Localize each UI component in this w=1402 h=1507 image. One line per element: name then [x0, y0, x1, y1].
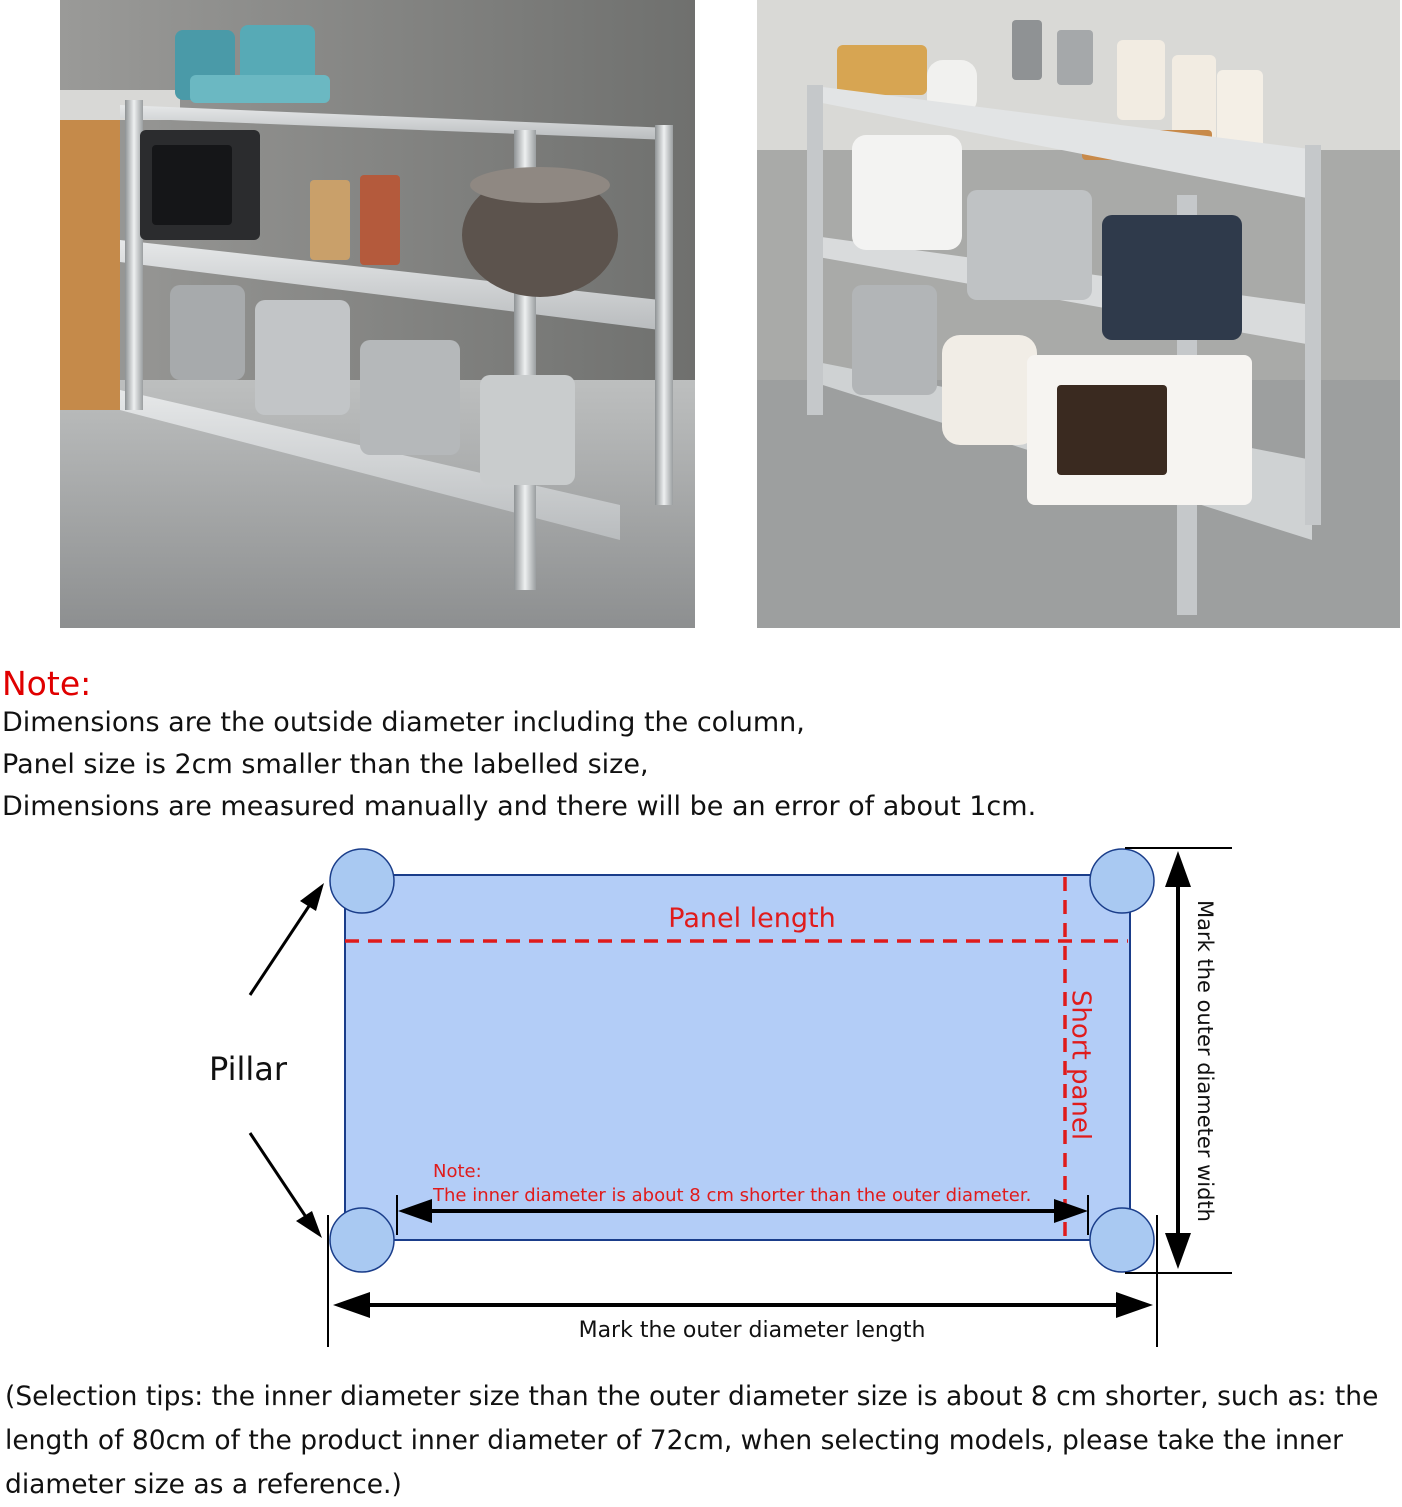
- pillar-circle: [1089, 1207, 1155, 1273]
- arrow-left-icon: [333, 1292, 370, 1318]
- note-line: Panel size is 2cm smaller than the label…: [2, 749, 649, 780]
- note-line: Dimensions are measured manually and the…: [2, 791, 1037, 822]
- pillar-circle: [329, 1207, 395, 1273]
- arrow-up-icon: [1165, 851, 1191, 887]
- shelf-dimension-diagram: Panel length Short panel Note: The inner…: [209, 847, 1232, 1347]
- pillar-pointer-top: [248, 896, 317, 996]
- short-panel-label: Short panel: [1066, 990, 1096, 1140]
- product-photo-left: [60, 0, 695, 628]
- outer-length-label: Mark the outer diameter length: [579, 1318, 926, 1343]
- note-line: Dimensions are the outside diameter incl…: [2, 707, 805, 738]
- kitchen-shelf-photo-icon: [757, 0, 1400, 628]
- panel-rect: [344, 874, 1131, 1241]
- arrow-up-icon: [300, 883, 324, 911]
- arrow-left-icon: [398, 1199, 432, 1223]
- pillar-circle: [329, 848, 395, 914]
- pillar-pointer-bottom: [248, 1132, 312, 1224]
- inner-note-title: Note:: [433, 1161, 482, 1182]
- inner-note-text: The inner diameter is about 8 cm shorter…: [432, 1185, 1031, 1206]
- note-title: Note:: [2, 664, 92, 703]
- kitchen-shelf-photo-icon: [60, 0, 695, 628]
- pillar-circle: [1089, 848, 1155, 914]
- outer-width-label: Mark the outer diameter width: [1193, 900, 1217, 1222]
- product-photo-right: [757, 0, 1400, 628]
- arrow-down-icon: [1165, 1233, 1191, 1269]
- panel-length-label: Panel length: [668, 903, 835, 934]
- arrow-right-icon: [1116, 1292, 1153, 1318]
- arrow-down-icon: [296, 1211, 322, 1238]
- arrow-right-icon: [1054, 1199, 1088, 1223]
- pillar-label: Pillar: [209, 1050, 288, 1088]
- selection-tips: (Selection tips: the inner diameter size…: [5, 1381, 1379, 1500]
